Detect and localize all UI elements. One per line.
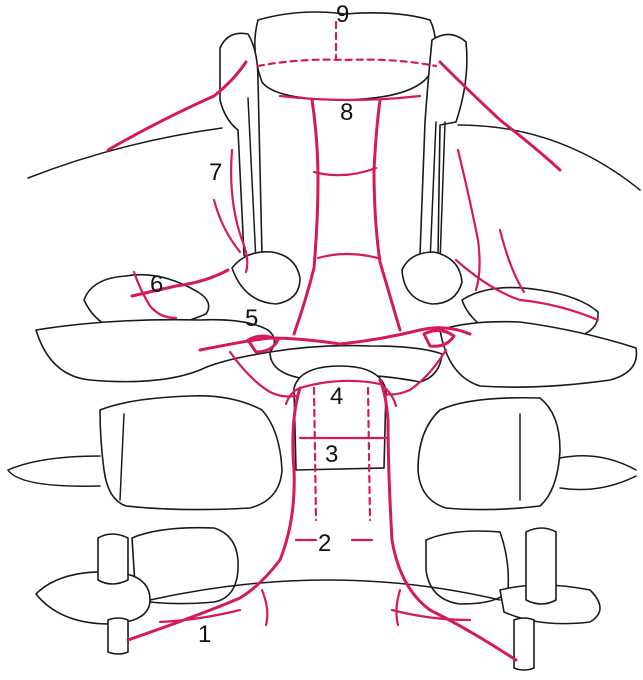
c3-left-transverse bbox=[36, 572, 150, 624]
label-3: 3 bbox=[325, 441, 338, 468]
label-4: 4 bbox=[330, 383, 343, 410]
occipital-right-edge bbox=[458, 125, 640, 190]
axis-left-transverse bbox=[8, 456, 100, 470]
atlas-arch-right bbox=[440, 322, 636, 387]
axis-left-transverse-b bbox=[8, 470, 100, 486]
right-transverse-cylinder bbox=[526, 528, 556, 604]
right-branch-c bbox=[500, 230, 524, 292]
label-7: 7 bbox=[209, 159, 222, 186]
left-branch-7b bbox=[214, 200, 240, 252]
branch-low-right bbox=[396, 590, 400, 625]
axis-right-transverse-b bbox=[560, 476, 636, 490]
axis-right-lateral bbox=[418, 398, 560, 510]
axis-left-lateral bbox=[100, 396, 282, 510]
label-6: 6 bbox=[150, 271, 163, 298]
atlas-arch bbox=[36, 320, 275, 382]
label-2: 2 bbox=[318, 530, 331, 557]
left-lower-stub bbox=[108, 618, 128, 654]
branch-low-left bbox=[262, 590, 267, 625]
right-branch-a bbox=[458, 150, 480, 290]
label-9: 9 bbox=[336, 1, 349, 28]
left-transverse-cylinder bbox=[98, 534, 128, 584]
occipital-left-edge bbox=[28, 128, 222, 178]
label-8: 8 bbox=[340, 99, 353, 126]
atlas-left-condyle bbox=[232, 252, 300, 304]
label-1: 1 bbox=[198, 621, 211, 648]
label-5: 5 bbox=[245, 305, 258, 332]
rung-1 bbox=[314, 168, 376, 175]
atlas-right-condyle bbox=[402, 252, 462, 304]
right-lower-stub bbox=[514, 618, 534, 670]
rung-2 bbox=[318, 254, 378, 258]
right-ascending-column bbox=[374, 100, 400, 330]
axis-right-transverse bbox=[560, 456, 636, 470]
left-ascending-column bbox=[294, 100, 318, 334]
right-canal-line-2 bbox=[440, 122, 445, 262]
